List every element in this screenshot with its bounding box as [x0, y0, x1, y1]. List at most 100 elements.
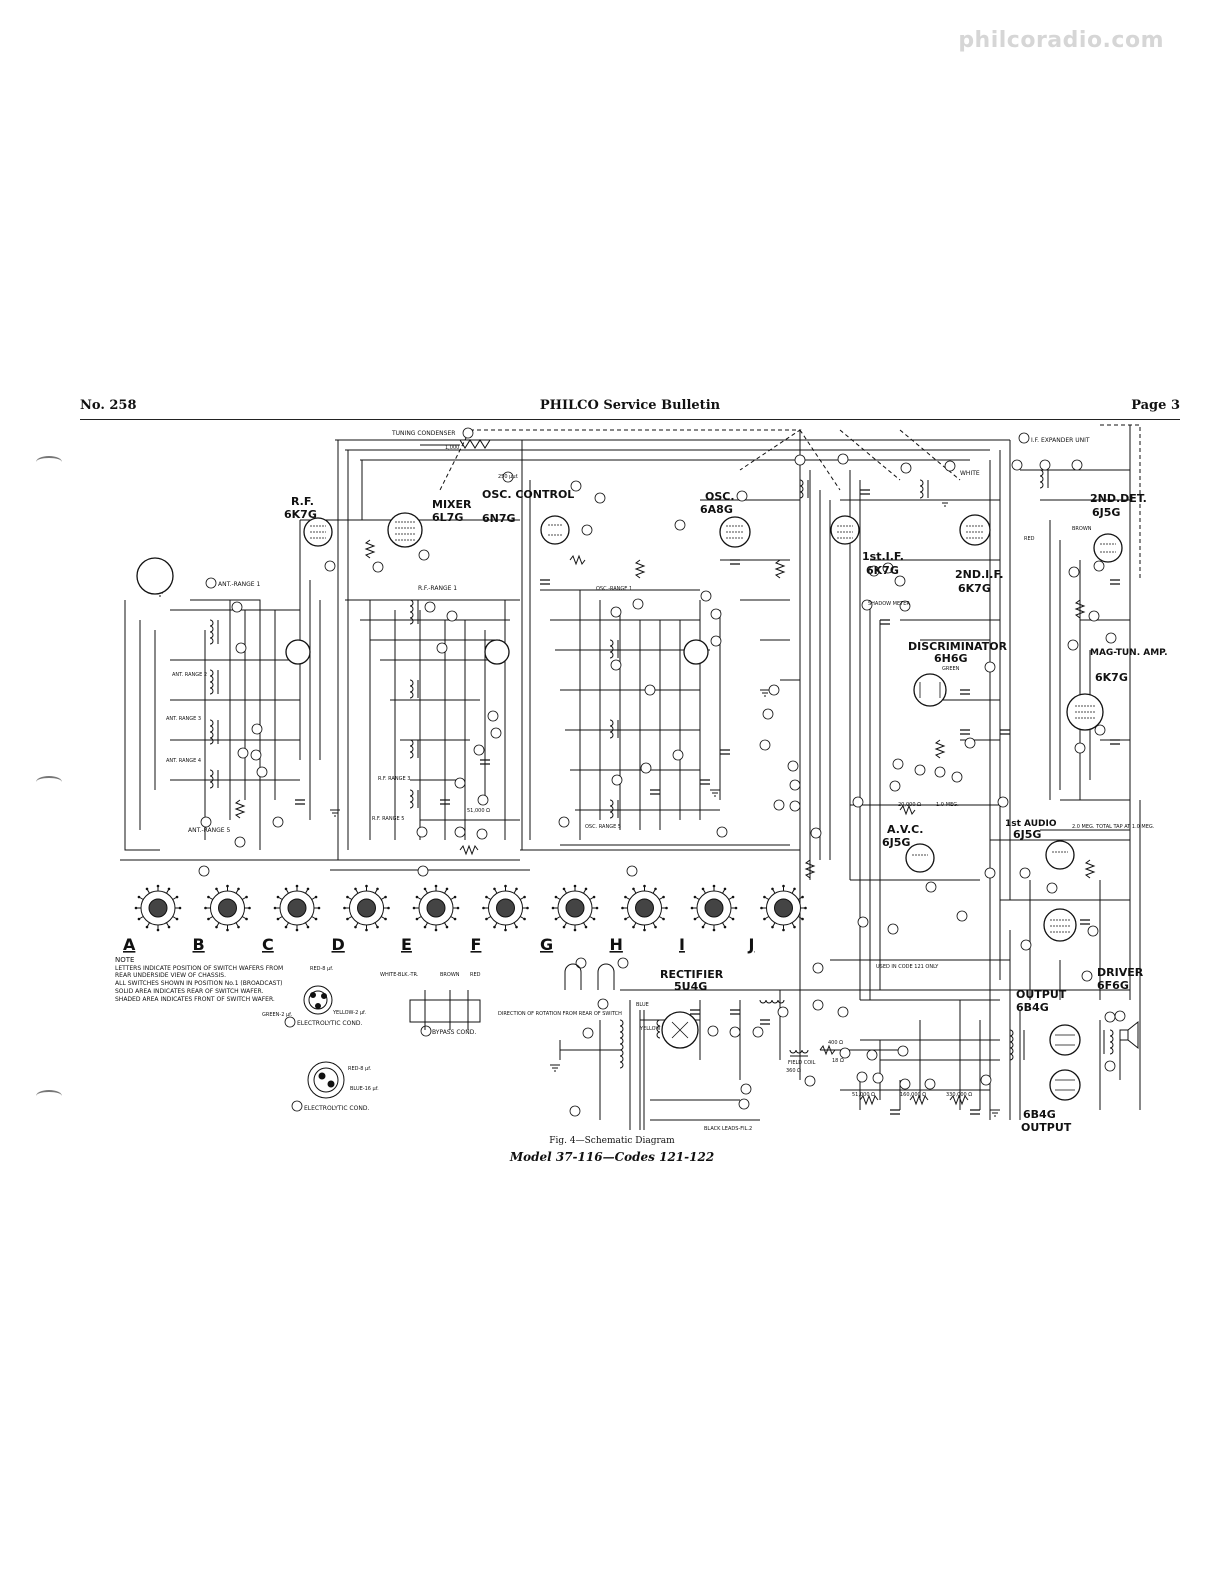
- label-r160000: 160,000 Ω: [900, 1092, 926, 1098]
- label-yellow: YELLOW: [639, 1026, 661, 1032]
- tube-osc-control-6n7g: [540, 515, 570, 545]
- label-if-expander: I.F. EXPANDER UNIT: [1031, 437, 1090, 444]
- label-r330000: 330,000 Ω: [946, 1092, 972, 1098]
- electrolytic-capacitors: [303, 985, 345, 1099]
- watermark: philcoradio.com: [958, 28, 1164, 53]
- label-brown: BROWN: [1072, 526, 1092, 532]
- label-ant-range-3: ANT. RANGE 3: [166, 716, 201, 722]
- tube-name-rectifier: RECTIFIER: [660, 968, 724, 981]
- note-line-5: SHADED AREA INDICATES FRONT OF SWITCH WA…: [115, 996, 275, 1003]
- switch-wafer-f: [482, 884, 529, 932]
- legend-white-blk-tr: WHITE-BLK.-TR.: [380, 972, 419, 978]
- bypass-condenser: [409, 990, 481, 1030]
- wafer-letter-i: I: [679, 935, 685, 954]
- trimmer: [484, 639, 510, 665]
- wafer-letter-g: G: [540, 935, 553, 954]
- label-ant-range-1: ANT.-RANGE 1: [218, 581, 260, 588]
- tube-output-6b4g: [1049, 1024, 1081, 1056]
- tube-output-6b4g-2: [1049, 1069, 1081, 1101]
- label-rf-range-3: R.F. RANGE 3: [378, 776, 410, 782]
- schematic-labels: TUNING CONDENSER I.F. EXPANDER UNIT 1,00…: [115, 430, 1168, 1134]
- label-r51000-b: 51,000 Ω: [852, 1092, 875, 1098]
- tube-type-if1: 6K7G: [866, 564, 899, 577]
- tube-name-rf: R.F.: [291, 495, 314, 508]
- switch-wafers: [134, 884, 807, 932]
- punch-hole-mark: [36, 1090, 62, 1102]
- label-rf-range-1: R.F.-RANGE 1: [418, 585, 457, 592]
- tube-mixer-6l7g: [387, 512, 423, 548]
- tube-type-det2: 6J5G: [1092, 506, 1120, 519]
- tube-name-discriminator: DISCRIMINATOR: [908, 640, 1008, 653]
- label-r18: 18 Ω: [832, 1058, 844, 1064]
- speaker: [1119, 1020, 1139, 1050]
- tube-if2-6k7g: [959, 514, 991, 546]
- wafer-letter-c: C: [262, 935, 274, 954]
- tube-name-driver: DRIVER: [1097, 966, 1144, 979]
- label-ant-range-4: ANT. RANGE 4: [166, 758, 201, 764]
- note-line-4: SOLID AREA INDICATES REAR OF SWITCH WAFE…: [115, 988, 263, 995]
- switch-wafer-i: [690, 884, 738, 932]
- note-title: NOTE: [115, 956, 134, 964]
- vacuum-tubes: [136, 512, 1123, 1101]
- switch-wafer-b: [204, 884, 251, 932]
- label-tap-note: 2.0 MEG. TOTAL TAP AT 1.0 MEG.: [1072, 824, 1155, 830]
- tube-type-magtun: 6K7G: [1095, 671, 1128, 684]
- tube-if1-6k7g: [830, 515, 860, 545]
- punch-hole-mark: [36, 776, 62, 788]
- tube-type-osc-control: 6N7G: [482, 512, 516, 525]
- label-rf-range-5: R.F. RANGE 5: [372, 816, 404, 822]
- legend-brown: BROWN: [440, 972, 460, 978]
- tube-type-rectifier: 5U4G: [674, 980, 707, 993]
- tube-elements: [310, 521, 1116, 1091]
- tube-type-discriminator: 6H6G: [934, 652, 968, 665]
- reference-circles: [198, 427, 1126, 1117]
- wafer-letter-d: D: [332, 935, 345, 954]
- legend-red8-b: RED-8 μf.: [348, 1066, 372, 1072]
- tube-avc-6j5g: [905, 843, 935, 873]
- bulletin-title: PHILCO Service Bulletin: [539, 398, 721, 413]
- wafer-letter-e: E: [401, 935, 412, 954]
- switch-wafer-e: [412, 884, 460, 932]
- legend-blue16: BLUE-16 μf.: [350, 1086, 379, 1092]
- label-r1meg: 1.0-MEG.: [936, 802, 959, 808]
- terminal-strip: [136, 557, 174, 595]
- figure-caption: Fig. 4—Schematic Diagram: [549, 1136, 675, 1146]
- label-osc-range-1: OSC.-RANGE 1: [596, 586, 632, 592]
- label-green: GREEN: [942, 666, 960, 672]
- tube-name-avc: A.V.C.: [887, 823, 923, 836]
- trimmer: [285, 639, 311, 665]
- tube-type-driver: 6F6G: [1097, 979, 1129, 992]
- tube-type-output-2: 6B4G: [1023, 1108, 1056, 1121]
- label-r360: 360 Ω: [786, 1068, 801, 1074]
- capacitors: [295, 489, 1120, 1115]
- label-osc-range-5: OSC. RANGE 5: [585, 824, 621, 830]
- tube-name-output: OUTPUT: [1016, 988, 1067, 1001]
- switch-wafer-j: [760, 884, 807, 932]
- ground-symbols: [155, 499, 1000, 1117]
- header-rule: [80, 419, 1180, 420]
- tube-type-osc: 6A8G: [700, 503, 733, 516]
- tube-type-mixer: 6L7G: [432, 511, 463, 524]
- coils: [209, 469, 1114, 1130]
- legend-electrolytic-2: ELECTROLYTIC COND.: [304, 1105, 369, 1112]
- wafer-letter-b: B: [193, 935, 205, 954]
- label-shadow-meter: SHADOW METER: [868, 601, 910, 607]
- label-r400: 400 Ω: [828, 1040, 843, 1046]
- switch-wafer-d: [343, 884, 390, 932]
- punch-hole-mark: [36, 456, 62, 468]
- bulletin-number: No. 258: [80, 398, 137, 413]
- tube-det2-6j5g: [1093, 533, 1123, 563]
- switch-wafer-c: [273, 884, 321, 932]
- label-r1000: 1,000: [445, 445, 459, 451]
- wafer-letter-j: J: [748, 935, 755, 954]
- tube-type-if2: 6K7G: [958, 582, 991, 595]
- trimmer: [683, 639, 709, 665]
- tube-type-rf: 6K7G: [284, 508, 317, 521]
- legend-red: RED: [470, 972, 481, 978]
- tube-audio1-6j5g: [1045, 840, 1075, 870]
- tube-name-output-2: OUTPUT: [1021, 1121, 1072, 1134]
- legend-red8: RED-8 μf.: [310, 966, 334, 972]
- label-r51000: 51,000 Ω: [467, 808, 490, 814]
